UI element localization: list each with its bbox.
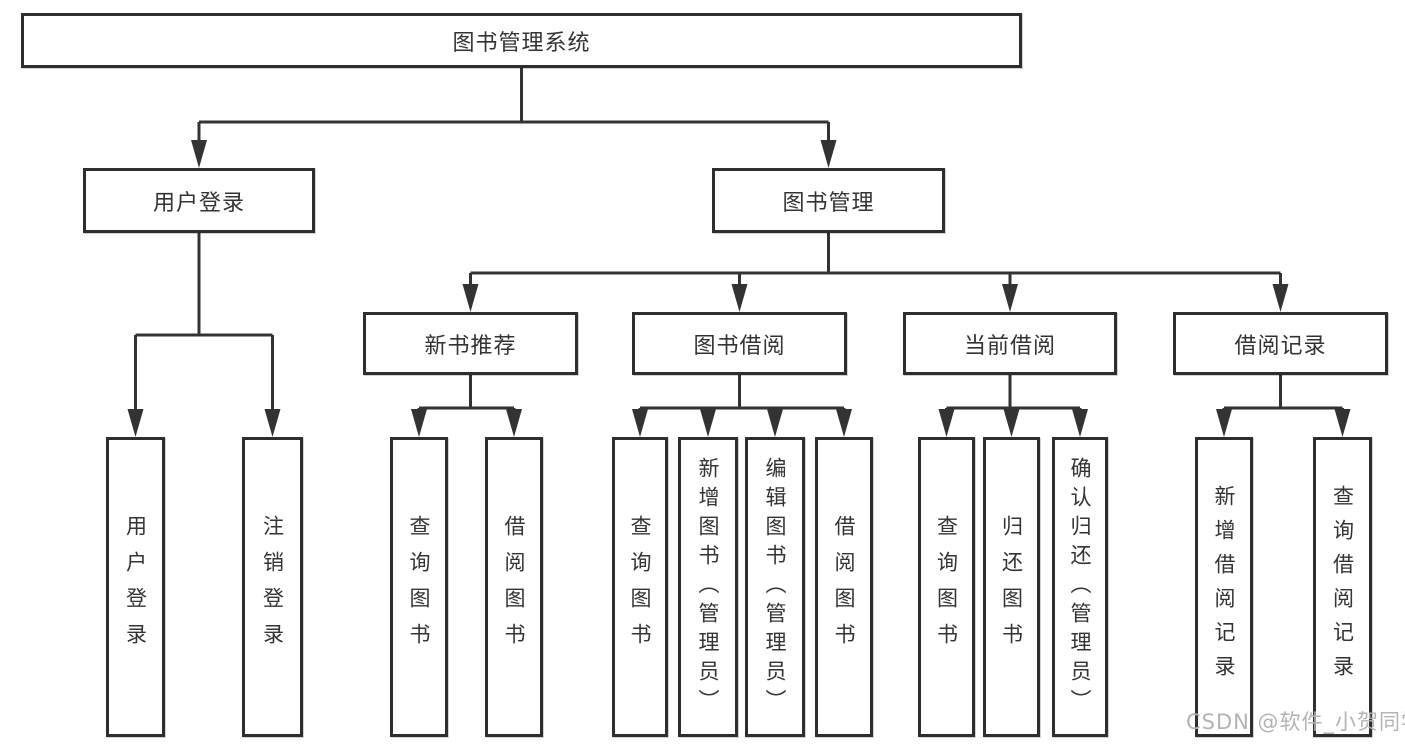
node-book-mgmt: 图书管理: [712, 168, 945, 233]
node-new-book-rec: 新书推荐: [363, 312, 578, 375]
edge-book-mgmt: [469, 233, 1282, 288]
arrowhead-to-leaf-bb-query: [632, 409, 648, 437]
node-leaf-cb-confirm: 确认归还（管理员）: [1052, 437, 1108, 737]
node-borrow-records: 借阅记录: [1173, 312, 1388, 375]
node-label: 确认归还（管理员）: [1068, 456, 1092, 718]
node-root: 图书管理系统: [21, 13, 1022, 68]
arrowhead-to-book-borrow: [731, 284, 748, 312]
arrowhead-to-leaf-logout: [264, 409, 281, 437]
node-leaf-bb-borrow: 借阅图书: [815, 437, 873, 737]
arrowhead-to-user-login: [191, 140, 207, 168]
node-book-borrow: 图书借阅: [632, 312, 847, 375]
node-leaf-cb-query: 查询图书: [918, 437, 975, 737]
arrowhead-to-leaf-bb-edit: [767, 409, 783, 437]
edge-user-login: [134, 233, 274, 413]
node-current-borrow: 当前借阅: [903, 312, 1117, 375]
arrowhead-to-leaf-cb-return: [1003, 409, 1020, 437]
arrowhead-to-leaf-br-query: [1334, 409, 1351, 437]
node-leaf-nbr-query: 查询图书: [390, 437, 448, 737]
arrowhead-to-leaf-cb-confirm: [1072, 409, 1088, 437]
node-leaf-nbr-borrow: 借阅图书: [485, 437, 543, 737]
node-leaf-br-add: 新增借阅记录: [1195, 437, 1253, 737]
node-label: 注销登录: [260, 515, 285, 659]
edge-root: [197, 68, 830, 144]
edge-new-book-rec: [417, 375, 516, 413]
edge-borrow-records: [1222, 375, 1344, 413]
node-label: 查询借阅记录: [1330, 485, 1355, 689]
arrowhead-to-book-mgmt: [820, 140, 837, 168]
arrowhead-to-leaf-nbr-borrow: [506, 409, 522, 437]
node-leaf-cb-return: 归还图书: [983, 437, 1040, 737]
arrowhead-to-leaf-bb-add: [700, 409, 716, 437]
arrowhead-to-leaf-br-add: [1216, 409, 1232, 437]
node-label: 查询图书: [407, 515, 431, 659]
node-label: 借阅图书: [502, 515, 526, 659]
arrowhead-to-borrow-records: [1272, 284, 1289, 312]
node-label: 查询图书: [628, 515, 652, 659]
arrowhead-to-current-borrow: [1002, 284, 1018, 312]
node-label: 借阅图书: [832, 515, 856, 659]
node-leaf-bb-edit: 编辑图书（管理员）: [745, 437, 805, 737]
arrowhead-to-leaf-cb-query: [938, 409, 955, 437]
node-label: 新增图书（管理员）: [696, 456, 720, 718]
node-label: 归还图书: [999, 515, 1024, 659]
node-leaf-user-login: 用户登录: [106, 437, 165, 737]
node-label: 查询图书: [934, 515, 959, 659]
node-label: 新增借阅记录: [1212, 485, 1236, 689]
node-label: 编辑图书（管理员）: [763, 456, 787, 718]
node-leaf-bb-query: 查询图书: [612, 437, 668, 737]
arrowhead-to-new-book-rec: [462, 284, 479, 312]
node-leaf-bb-add: 新增图书（管理员）: [678, 437, 738, 737]
node-leaf-logout: 注销登录: [242, 437, 303, 737]
arrowhead-to-leaf-user-login: [127, 409, 144, 437]
node-user-login: 用户登录: [83, 168, 315, 233]
arrowhead-to-leaf-bb-borrow: [836, 409, 852, 437]
arrowhead-to-leaf-nbr-query: [411, 409, 427, 437]
node-leaf-br-query: 查询借阅记录: [1313, 437, 1372, 737]
node-label: 用户登录: [123, 515, 148, 659]
